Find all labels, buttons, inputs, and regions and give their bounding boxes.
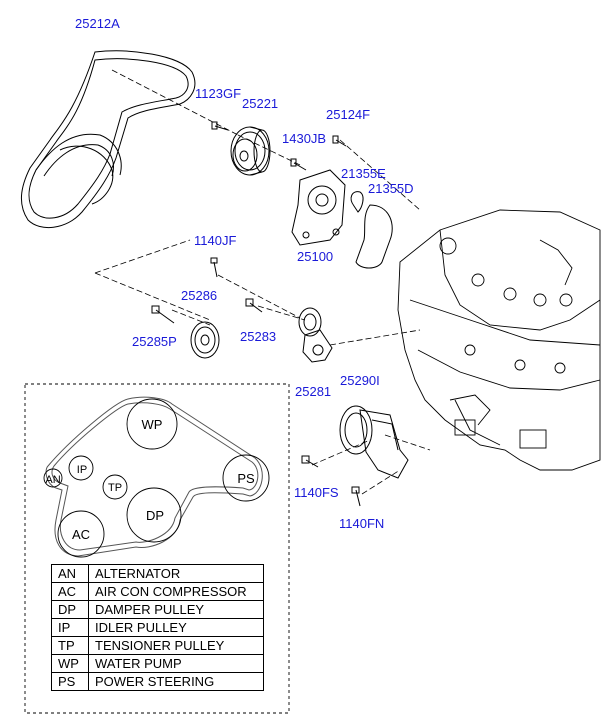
legend-code: PS [51, 672, 89, 691]
part-label-25290i: 25290I [340, 373, 380, 388]
routing-label-dp: DP [146, 508, 164, 523]
part-label-25285p: 25285P [132, 334, 177, 349]
part-label-21355e: 21355E [341, 166, 386, 181]
part-label-1123gf: 1123GF [195, 86, 242, 101]
engine-block [397, 209, 601, 471]
legend-name: IDLER PULLEY [88, 618, 264, 637]
part-label-1140jf: 1140JF [194, 233, 237, 248]
legend-name: WATER PUMP [88, 654, 264, 673]
water-pump-pulley [230, 126, 271, 176]
power-steering-pulley-circle [222, 454, 270, 502]
routing-pulleys [43, 398, 270, 558]
legend-name: DAMPER PULLEY [88, 600, 264, 619]
water-pump-pulley-circle [126, 398, 178, 450]
part-label-25286: 25286 [181, 288, 218, 303]
routing-label-an: AN [45, 474, 60, 486]
legend-code: TP [51, 636, 89, 655]
part-label-1140fs: 1140FS [294, 485, 339, 500]
idler-pulley [190, 321, 220, 359]
part-label-25124f: 25124F [326, 107, 371, 122]
part-label-21355d: 21355D [368, 181, 414, 196]
routing-label-tp: TP [108, 482, 122, 494]
legend-name: AIR CON COMPRESSOR [88, 582, 264, 601]
damper-pulley-circle [126, 487, 182, 543]
bolts [151, 121, 361, 507]
legend-code: WP [51, 654, 89, 673]
idler-pulley-circle [68, 455, 94, 481]
tensioner-pulley-circle [102, 474, 128, 500]
air-con-pulley-circle [57, 510, 105, 558]
part-label-1430jb: 1430JB [282, 131, 327, 146]
routing-label-ip: IP [77, 464, 87, 476]
routing-label-ac: AC [72, 527, 90, 542]
power-steering-bracket [339, 405, 409, 479]
legend-name: TENSIONER PULLEY [88, 636, 264, 655]
part-label-25100: 25100 [297, 249, 334, 264]
legend-name: ALTERNATOR [88, 564, 264, 583]
legend-code: IP [51, 618, 89, 637]
routing-box [24, 383, 290, 714]
part-label-1140fn: 1140FN [339, 516, 385, 531]
part-label-25281: 25281 [295, 384, 332, 399]
water-pump [291, 169, 346, 246]
belt-routing [45, 396, 263, 557]
alternator-pulley-circle [43, 468, 63, 488]
legend-code: AN [51, 564, 89, 583]
routing-label-ps: PS [237, 471, 255, 486]
part-label-25212a: 25212A [75, 16, 120, 31]
legend-code: DP [51, 600, 89, 619]
routing-label-wp: WP [142, 417, 163, 432]
drive-belt [21, 50, 196, 229]
part-label-25221: 25221 [242, 96, 279, 111]
tensioner-assembly [298, 307, 333, 363]
part-label-25283: 25283 [240, 329, 277, 344]
legend-name: POWER STEERING [88, 672, 264, 691]
legend-code: AC [51, 582, 89, 601]
